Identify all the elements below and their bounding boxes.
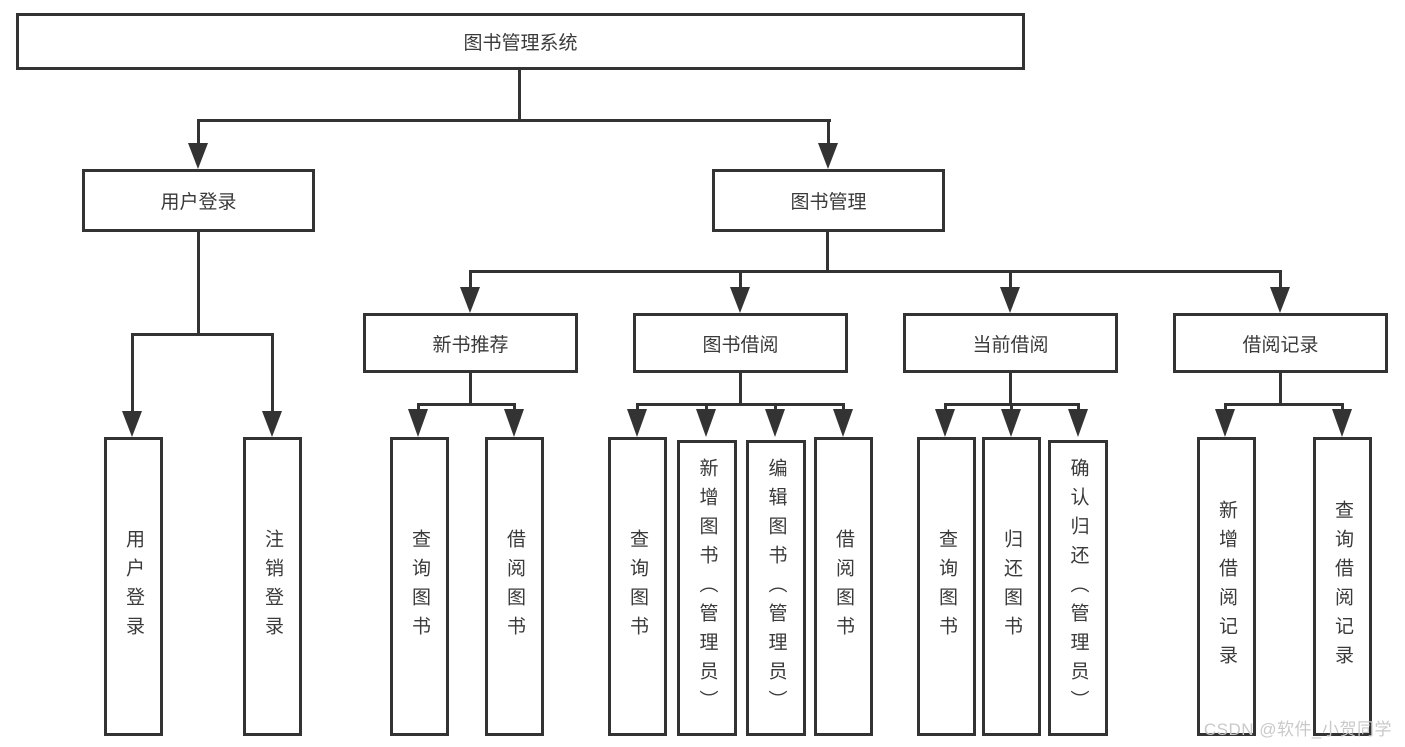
node-label: 注销登录 bbox=[262, 528, 283, 645]
arrowhead-icon bbox=[122, 411, 142, 437]
arrowhead-icon bbox=[460, 287, 480, 313]
connector-line bbox=[739, 270, 742, 292]
connector-line bbox=[1009, 373, 1012, 406]
node-query-books-borrow: 查询图书 bbox=[608, 437, 667, 736]
connector-line bbox=[197, 119, 200, 147]
connector-line bbox=[131, 333, 134, 415]
connector-line bbox=[271, 333, 274, 415]
node-label: 用户登录 bbox=[123, 528, 144, 645]
arrowhead-icon bbox=[833, 409, 853, 437]
arrowhead-icon bbox=[188, 143, 208, 169]
node-query-books-recommend: 查询图书 bbox=[390, 437, 449, 736]
connector-line bbox=[1279, 270, 1282, 292]
connector-line bbox=[1224, 403, 1344, 406]
node-label: 确认归还（管理员） bbox=[1067, 457, 1089, 719]
arrowhead-icon bbox=[1001, 409, 1021, 437]
node-query-books-current: 查询图书 bbox=[917, 437, 976, 736]
node-library-system: 图书管理系统 bbox=[16, 13, 1025, 70]
node-label: 借阅记录 bbox=[1242, 334, 1319, 356]
node-label: 查询图书 bbox=[627, 528, 648, 645]
connector-line bbox=[469, 270, 1282, 273]
node-edit-book-admin: 编辑图书（管理员） bbox=[746, 440, 806, 736]
node-label: 图书借阅 bbox=[702, 334, 779, 356]
connector-line bbox=[827, 119, 830, 147]
connector-line bbox=[417, 403, 516, 406]
node-current-borrow: 当前借阅 bbox=[903, 313, 1118, 373]
connector-line bbox=[826, 232, 829, 273]
node-label: 编辑图书（管理员） bbox=[765, 457, 787, 719]
node-label: 新增图书（管理员） bbox=[696, 457, 718, 719]
watermark: CSDN @软件_小贺同学 bbox=[1203, 720, 1392, 739]
arrowhead-icon bbox=[1215, 409, 1235, 437]
node-borrow-books-leaf: 借阅图书 bbox=[814, 437, 873, 736]
arrowhead-icon bbox=[730, 287, 750, 313]
connector-line bbox=[131, 333, 274, 336]
node-query-borrow-record: 查询借阅记录 bbox=[1313, 437, 1372, 736]
node-label: 归还图书 bbox=[1001, 528, 1022, 645]
connector-line bbox=[469, 270, 472, 292]
arrowhead-icon bbox=[935, 409, 955, 437]
connector-line bbox=[636, 403, 845, 406]
node-new-book-recommend: 新书推荐 bbox=[363, 313, 578, 373]
node-label: 查询借阅记录 bbox=[1332, 499, 1353, 674]
arrowhead-icon bbox=[262, 411, 282, 437]
node-label: 用户登录 bbox=[160, 192, 237, 213]
arrowhead-icon bbox=[408, 409, 428, 437]
node-borrow-books-recommend: 借阅图书 bbox=[485, 437, 544, 736]
arrowhead-icon bbox=[818, 143, 838, 169]
arrowhead-icon bbox=[1332, 409, 1352, 437]
arrowhead-icon bbox=[765, 409, 785, 437]
arrowhead-icon bbox=[504, 409, 524, 437]
connector-line bbox=[1279, 373, 1282, 406]
node-user-login-leaf: 用户登录 bbox=[104, 437, 163, 736]
connector-line bbox=[197, 232, 200, 336]
arrowhead-icon bbox=[1068, 409, 1088, 437]
node-book-management-branch: 图书管理 bbox=[712, 169, 945, 232]
node-confirm-return-admin: 确认归还（管理员） bbox=[1048, 440, 1108, 736]
node-borrow-records: 借阅记录 bbox=[1173, 313, 1388, 373]
connector-line bbox=[518, 69, 521, 121]
node-label: 当前借阅 bbox=[972, 334, 1049, 356]
node-label: 新增借阅记录 bbox=[1216, 499, 1237, 674]
arrowhead-icon bbox=[1270, 287, 1290, 313]
node-label: 图书管理 bbox=[790, 192, 867, 213]
node-label: 查询图书 bbox=[936, 528, 957, 645]
node-label: 借阅图书 bbox=[504, 528, 525, 645]
node-add-book-admin: 新增图书（管理员） bbox=[677, 440, 737, 736]
arrowhead-icon bbox=[1000, 287, 1020, 313]
node-label: 查询图书 bbox=[409, 528, 430, 645]
arrowhead-icon bbox=[696, 409, 716, 437]
node-book-borrow: 图书借阅 bbox=[633, 313, 848, 373]
node-label: 新书推荐 bbox=[432, 334, 509, 356]
node-add-borrow-record: 新增借阅记录 bbox=[1197, 437, 1256, 736]
connector-line bbox=[469, 373, 472, 406]
connector-line bbox=[739, 373, 742, 406]
node-logout-leaf: 注销登录 bbox=[243, 437, 302, 736]
node-label: 图书管理系统 bbox=[463, 33, 578, 54]
node-user-login-branch: 用户登录 bbox=[82, 169, 315, 232]
node-return-books: 归还图书 bbox=[982, 437, 1041, 736]
connector-line bbox=[197, 119, 831, 122]
arrowhead-icon bbox=[627, 409, 647, 437]
connector-line bbox=[1009, 270, 1012, 292]
node-label: 借阅图书 bbox=[833, 528, 854, 645]
